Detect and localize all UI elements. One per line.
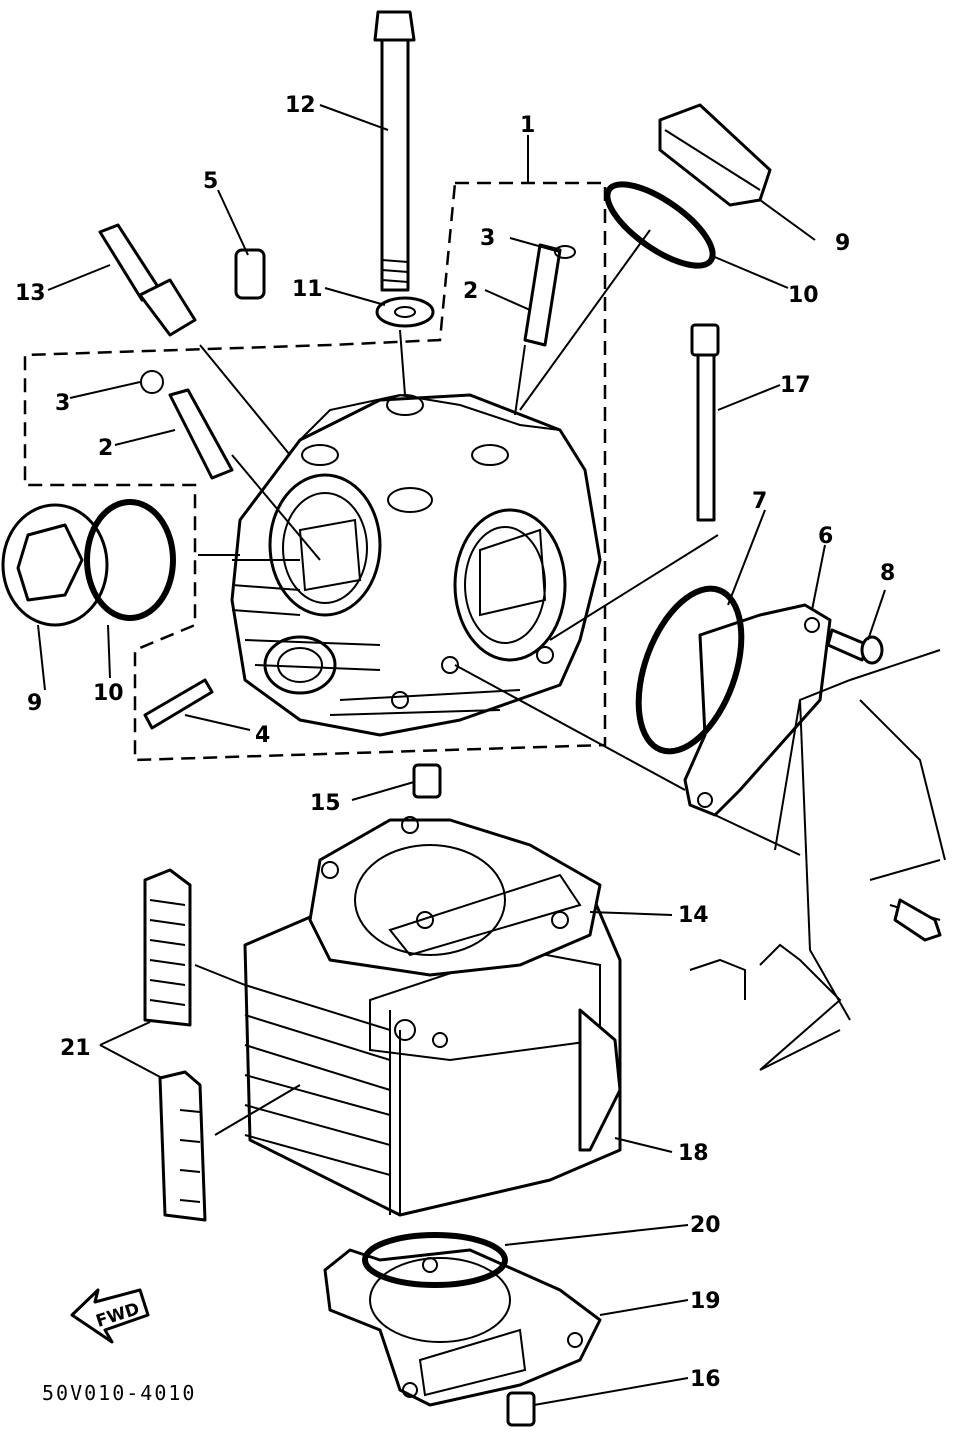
spark-plug-13 — [98, 223, 197, 337]
callout-7: 7 — [752, 489, 767, 514]
stud-bolt-12 — [373, 10, 416, 292]
valve-guide-2-lower — [168, 388, 234, 480]
callout-10-left: 10 — [93, 681, 124, 706]
callout-20: 20 — [690, 1213, 721, 1238]
valve-guide-2-upper — [523, 243, 562, 347]
o-ring-20 — [362, 1232, 508, 1288]
cylinder-block — [243, 888, 622, 1217]
callout-2-lower: 2 — [98, 436, 113, 461]
callout-8: 8 — [880, 561, 895, 586]
callout-18: 18 — [678, 1141, 709, 1166]
forward-direction-arrow: FWD — [70, 1288, 150, 1344]
callout-13: 13 — [15, 281, 46, 306]
valve-cap-9-upper — [658, 103, 772, 207]
washer-11 — [375, 296, 435, 328]
o-ring-7 — [635, 585, 745, 755]
bolt-8 — [826, 628, 884, 665]
circlip-3-lower — [140, 370, 164, 394]
callout-5: 5 — [203, 169, 218, 194]
callout-21: 21 — [60, 1036, 91, 1061]
dowel-pin-15 — [412, 763, 442, 799]
assembly-outline-1 — [23, 181, 607, 762]
bolt-17 — [690, 323, 720, 522]
valve-cap-9-left — [1, 503, 109, 627]
callout-numbers: 1 12 5 3 2 13 11 3 2 9 10 17 7 6 8 9 10 … — [15, 93, 895, 1392]
callout-19: 19 — [690, 1289, 721, 1314]
o-ring-10-left — [84, 499, 176, 621]
dowel-pin-16 — [506, 1391, 536, 1427]
diagram-code: 50V010-4010 — [42, 1381, 196, 1405]
callout-10-upper: 10 — [788, 283, 819, 308]
base-gasket — [323, 1248, 602, 1407]
callout-11: 11 — [292, 277, 323, 302]
dowel-pin-5 — [234, 248, 266, 300]
cylinder-head — [230, 393, 602, 737]
callout-16: 16 — [690, 1367, 721, 1392]
callout-9-upper: 9 — [835, 231, 850, 256]
callout-9-left: 9 — [27, 691, 42, 716]
fins-21 — [143, 868, 207, 1222]
o-ring-10-upper — [604, 181, 716, 269]
stud-4 — [143, 678, 214, 730]
callout-6: 6 — [818, 524, 833, 549]
callout-4: 4 — [255, 723, 270, 748]
leader-lines — [37, 104, 886, 1406]
circlip-3-upper — [554, 245, 576, 259]
callout-17: 17 — [780, 373, 811, 398]
callout-3-lower: 3 — [55, 391, 70, 416]
callout-1: 1 — [520, 113, 535, 138]
engine-case-partial — [689, 649, 946, 1071]
callout-3-upper: 3 — [480, 226, 495, 251]
callout-14: 14 — [678, 903, 709, 928]
callout-2-upper: 2 — [463, 279, 478, 304]
cylinder-gasket — [308, 816, 602, 977]
callout-15: 15 — [310, 791, 341, 816]
callout-12: 12 — [285, 93, 316, 118]
cover-6 — [683, 603, 832, 817]
